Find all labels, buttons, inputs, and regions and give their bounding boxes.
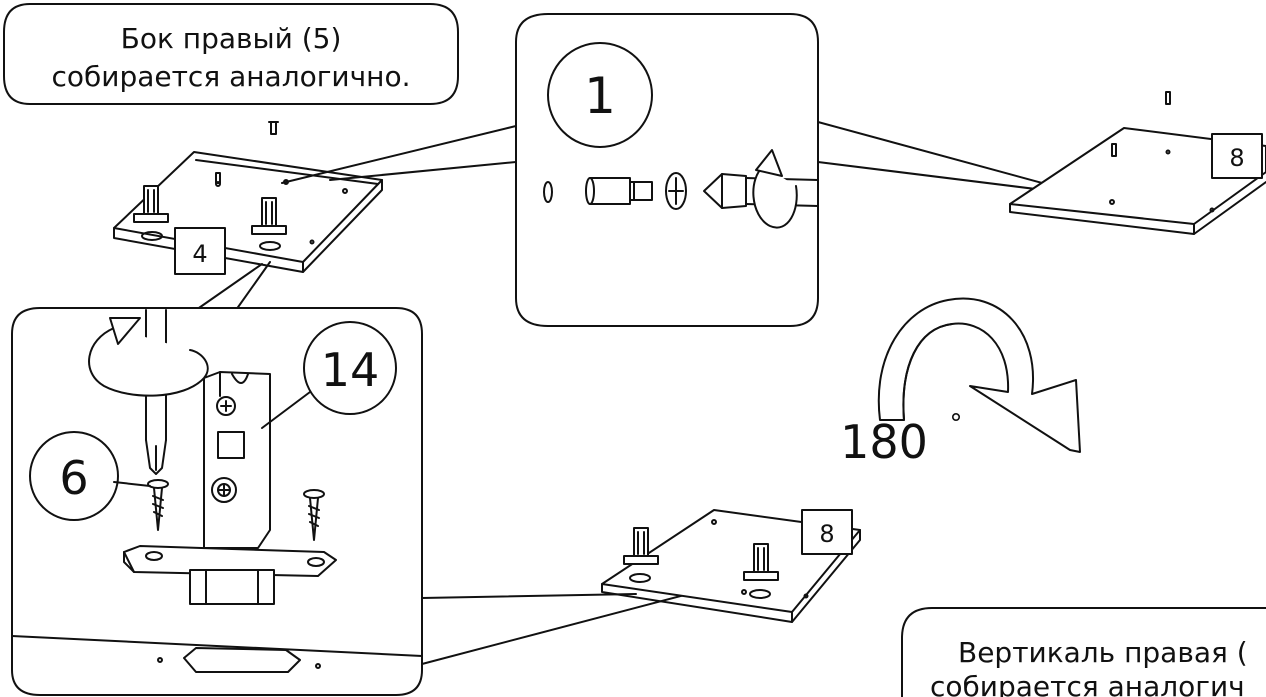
part-label-4: 4	[192, 240, 207, 268]
part-label-box	[174, 227, 226, 275]
panel-8-top: 8	[1009, 91, 1266, 235]
callout-circle	[547, 42, 653, 148]
callout-circle	[29, 431, 119, 521]
cam-fitting-icon	[133, 185, 169, 241]
screw-icon	[268, 121, 279, 135]
screw-icon	[147, 479, 169, 531]
rotation-unit: °	[950, 409, 963, 439]
part-label-box	[1211, 133, 1263, 179]
flip-arrow-icon	[877, 297, 1081, 453]
detail-box-left: 14 6	[11, 307, 423, 696]
screw-icon	[1165, 91, 1171, 105]
screw-icon	[1111, 143, 1117, 157]
screw-icon	[215, 172, 221, 184]
screw-icon	[303, 489, 325, 541]
part-label-8-top: 8	[1229, 144, 1244, 172]
panel-8-bottom: 8	[601, 509, 861, 623]
note-left-line1: Бок правый (5)	[121, 22, 342, 55]
note-right-line1: Вертикаль правая (	[958, 636, 1248, 669]
cam-fitting-icon	[623, 527, 659, 583]
note-left-line2: собирается аналогично.	[51, 60, 410, 93]
callout-circle	[303, 321, 397, 415]
rotate-arrow-icon	[88, 317, 209, 397]
rotation-value: 180	[840, 415, 928, 469]
panel-4: 4	[113, 121, 383, 275]
cam-fitting-icon	[251, 197, 287, 251]
rotate-arrow-icon	[752, 149, 798, 229]
part-label-box	[801, 509, 853, 555]
callout-14: 14	[321, 343, 380, 397]
note-left-box: Бок правый (5) собирается аналогично.	[3, 3, 459, 105]
callout-6: 6	[59, 451, 88, 505]
note-right-box: Вертикаль правая ( собирается аналогич	[901, 607, 1266, 697]
part-label-8-bottom: 8	[819, 520, 834, 548]
detail-box-top: 1	[515, 13, 819, 327]
cam-fitting-icon	[743, 543, 779, 599]
connector-pin-icon	[585, 172, 687, 210]
note-right-line2: собирается аналогич	[930, 670, 1245, 697]
callout-1: 1	[584, 67, 616, 125]
